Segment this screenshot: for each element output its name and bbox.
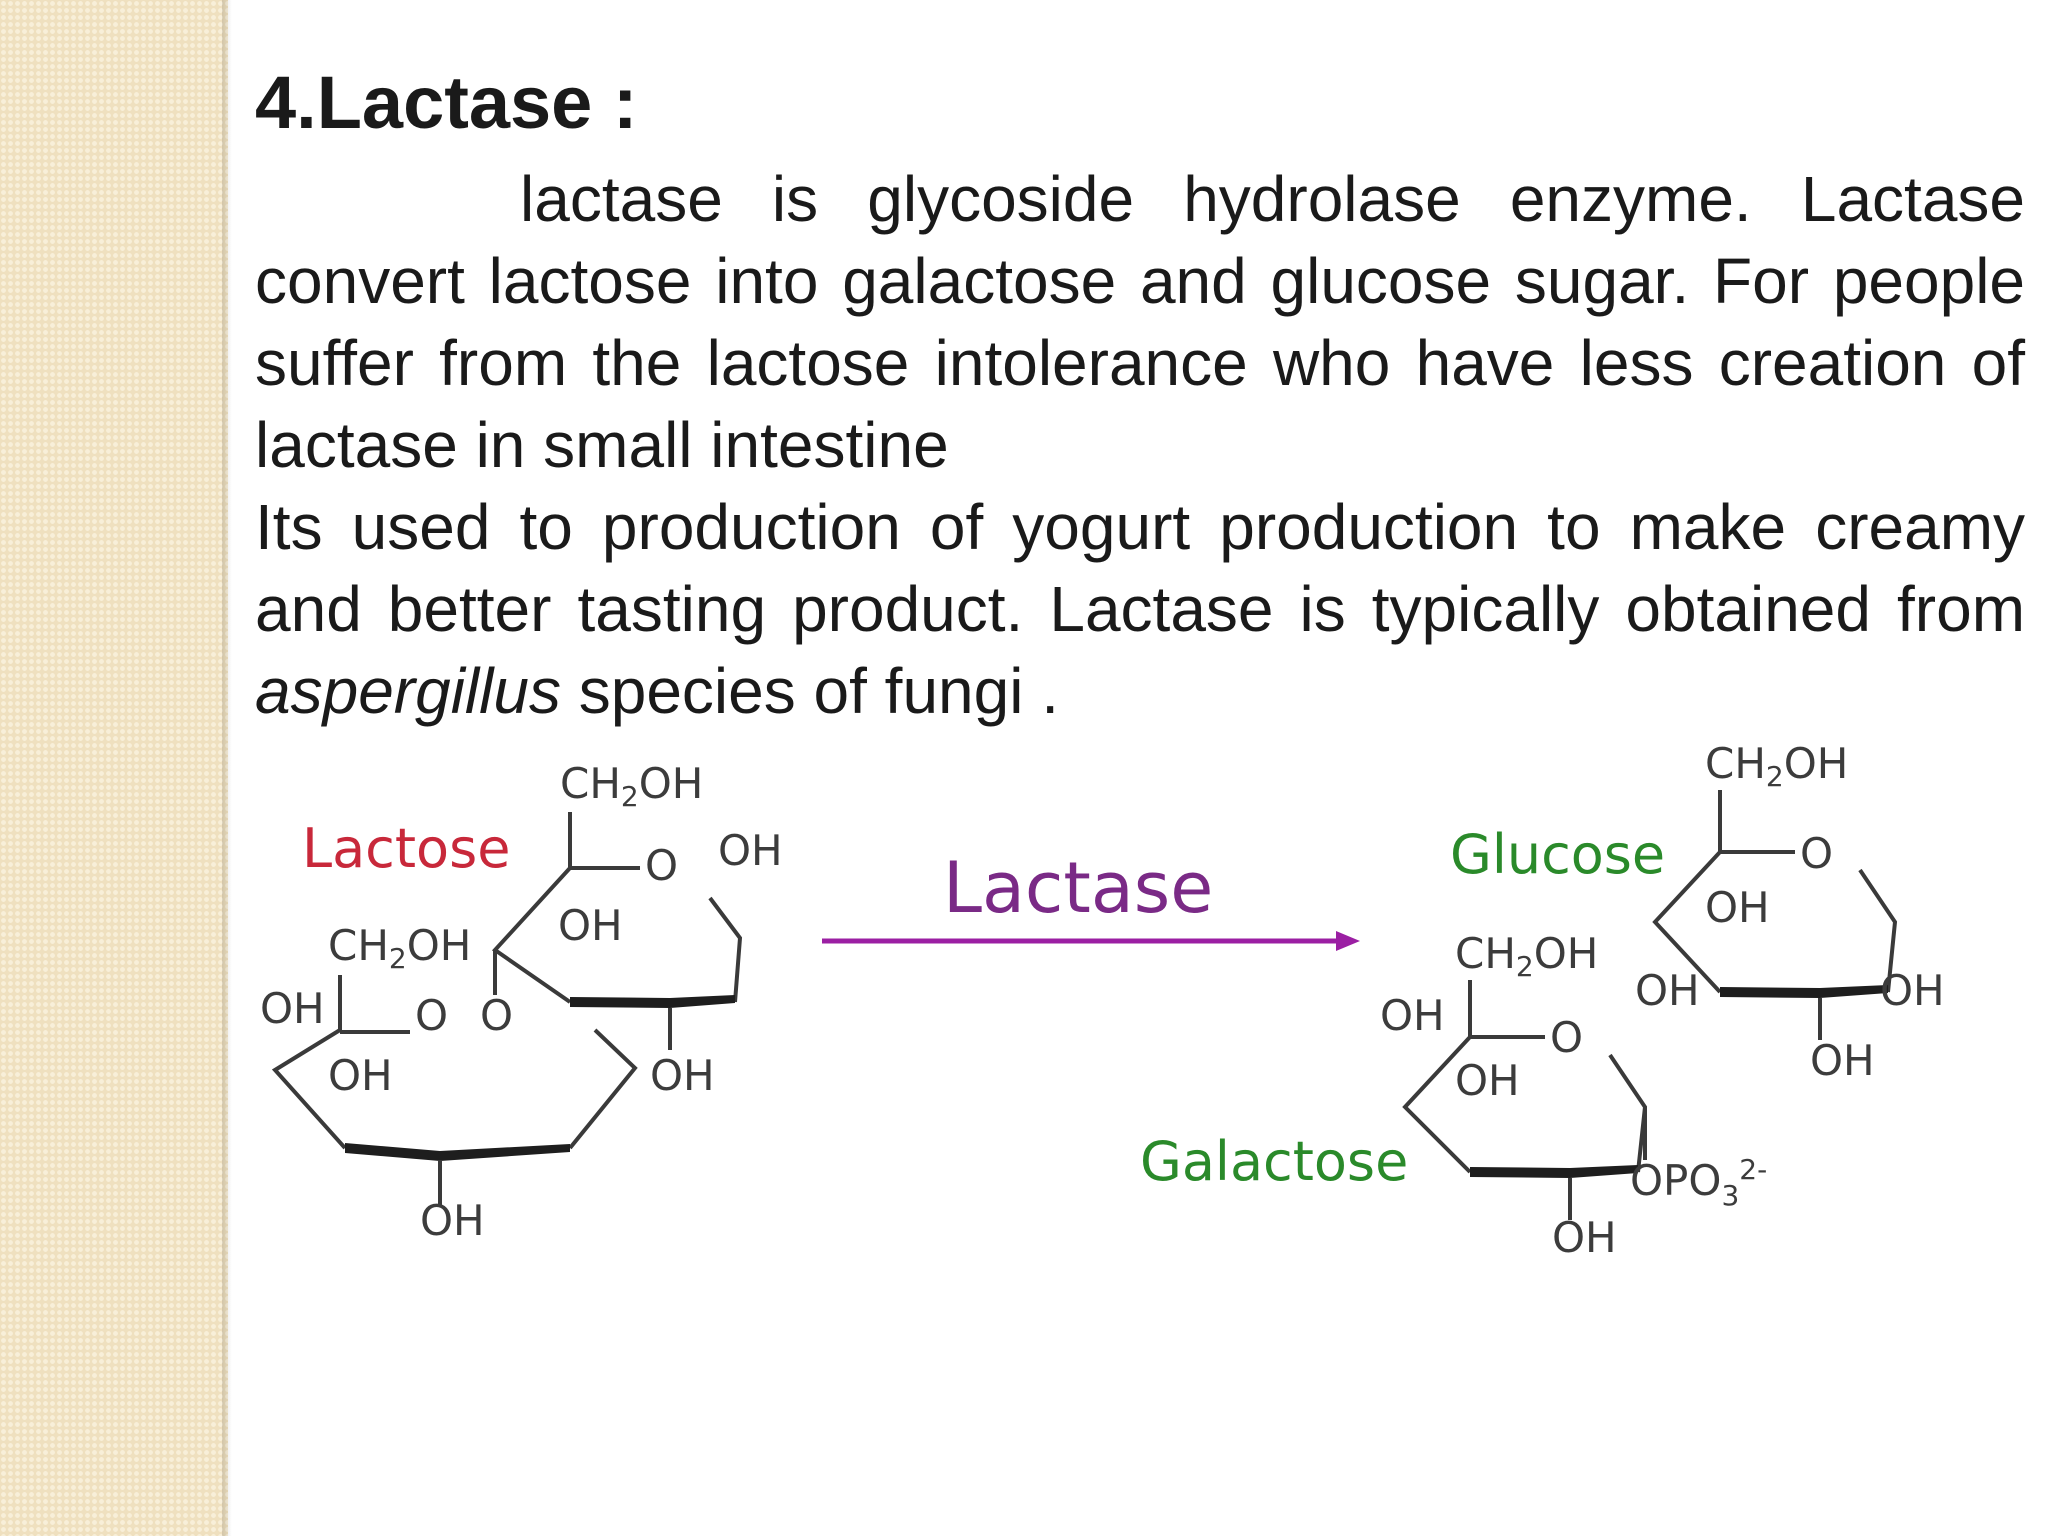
lactose-bridge-o: O <box>480 991 513 1040</box>
glucose-oh-3: OH <box>1880 966 1945 1015</box>
lactose-oh-right-2: OH <box>650 1051 715 1100</box>
lactose-label: Lactose <box>302 817 510 880</box>
glucose-ch2oh: CH2OH <box>1705 740 1848 793</box>
side-strip-shadow <box>222 0 232 1536</box>
lactose-oh-left-1: OH <box>260 984 325 1033</box>
galactose-oh-3: OH <box>1552 1213 1617 1262</box>
paragraph-usage-end: species of fungi . <box>560 655 1059 727</box>
slide-title: 4.Lactase : <box>255 61 638 144</box>
glucose-ring <box>1652 790 1898 1040</box>
species-name: aspergillus <box>255 655 561 727</box>
lactose-oh-left-2: OH <box>328 1051 393 1100</box>
galactose-oh-2: OH <box>1455 1056 1520 1105</box>
reaction-arrowhead <box>1336 931 1360 951</box>
glucose-oh-4: OH <box>1810 1036 1875 1085</box>
lactose-ch2oh-left: CH2OH <box>328 921 471 975</box>
galactose-ring-o: O <box>1550 1013 1583 1062</box>
lactose-oh-left-3: OH <box>420 1196 485 1245</box>
decorative-side-strip <box>0 0 228 1536</box>
glucose-oh-2: OH <box>1635 966 1700 1015</box>
galactose-ring <box>1402 980 1648 1220</box>
galactose-label: Galactose <box>1140 1130 1408 1193</box>
glucose-label: Glucose <box>1450 823 1665 886</box>
lactose-ring-o-left: O <box>415 991 448 1040</box>
galactose-oh-1: OH <box>1380 991 1445 1040</box>
galactose-ch2oh: CH2OH <box>1455 929 1598 983</box>
lactose-galactose-ring <box>271 975 638 1205</box>
lactose-ch2oh-right: CH2OH <box>560 759 703 813</box>
glucose-oh-1: OH <box>1705 883 1770 932</box>
paragraph-usage-text: Its used to production of yogurt product… <box>255 491 2025 645</box>
slide-body: lactase is glycoside hydrolase enzyme. L… <box>255 158 2025 732</box>
paragraph-definition-text: lactase is glycoside hydrolase enzyme. L… <box>255 163 2025 481</box>
lactose-glucose-ring <box>491 812 743 1050</box>
galactose-phosphate: OPO32- <box>1630 1153 1767 1212</box>
enzyme-label: Lactase <box>943 847 1213 929</box>
lactose-hydrolysis-diagram: Lactose CH2OH OH O O OH OH CH2OH O OH OH… <box>260 740 1945 1262</box>
lactose-ring-o-right: O <box>645 841 678 890</box>
lactose-oh-anomeric: OH <box>718 826 783 875</box>
paragraph-definition: lactase is glycoside hydrolase enzyme. L… <box>255 158 2025 486</box>
paragraph-usage: Its used to production of yogurt product… <box>255 486 2025 732</box>
glucose-ring-o: O <box>1800 829 1833 878</box>
lactose-oh-right-1: OH <box>558 901 623 950</box>
